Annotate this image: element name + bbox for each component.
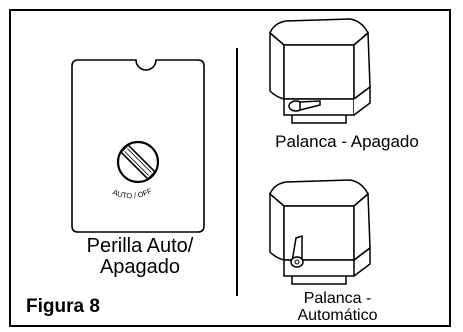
knob-caption: Perilla Auto/ Apagado (60, 236, 220, 278)
knob-caption-line1: Perilla Auto/ (86, 235, 194, 257)
lever-auto-illustration (269, 179, 371, 285)
knob-faceplate-illustration: AUTO / OFF (71, 59, 205, 233)
figure-title: Figura 8 (26, 296, 100, 317)
figure-frame (9, 9, 451, 327)
column-divider (236, 48, 238, 296)
lever-auto-caption-line2: Automático (297, 306, 378, 324)
knob-caption-line2: Apagado (99, 256, 181, 278)
lever-auto-caption-line1: Palanca - (303, 290, 372, 307)
auto-off-knob (116, 140, 160, 184)
lever-off-caption: Palanca - Apagado (275, 132, 419, 151)
lever-off-illustration (269, 18, 371, 124)
lever-off-handle (288, 100, 321, 112)
lever-auto-caption: Palanca - Automático (250, 290, 425, 325)
lever-auto-handle (290, 234, 304, 268)
